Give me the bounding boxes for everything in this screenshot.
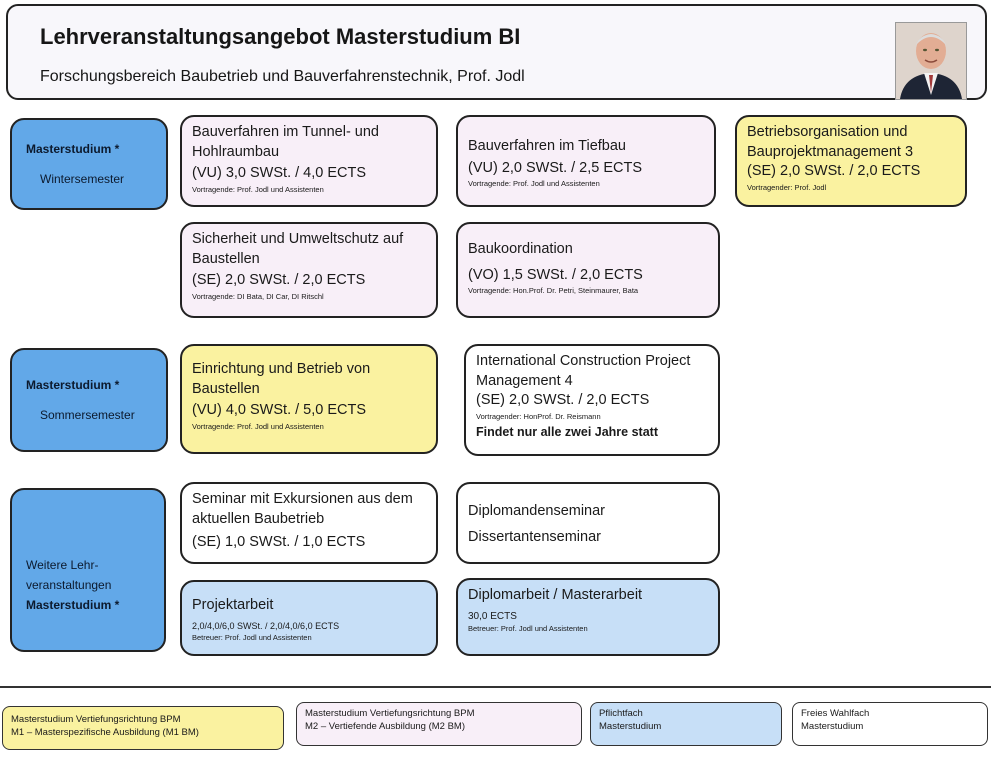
other-line1: Weitere Lehr- xyxy=(26,558,99,572)
course-workload: (SE) 2,0 SWSt. / 2,0 ECTS xyxy=(192,272,366,289)
course-title: Diplomarbeit / Masterarbeit xyxy=(468,587,643,603)
legend-m1-line2: M1 – Masterspezifische Ausbildung (M1 BM… xyxy=(11,726,199,738)
course-title: Baukoordination xyxy=(468,241,573,257)
course-seminar-exkursionen: Seminar mit Exkursionen aus dem aktuelle… xyxy=(180,482,438,564)
course-workload: 2,0/4,0/6,0 SWSt. / 2,0/4,0/6,0 ECTS xyxy=(192,620,340,631)
legend-m2-line2: M2 – Vertiefende Ausbildung (M2 BM) xyxy=(305,720,466,732)
course-workload: (VU) 3,0 SWSt. / 4,0 ECTS xyxy=(192,165,367,182)
course-workload: (SE) 2,0 SWSt. / 2,0 ECTS xyxy=(476,392,650,409)
winter-sub: Wintersemester xyxy=(40,172,125,186)
course-title: Sicherheit und Umweltschutz auf Baustell… xyxy=(192,231,404,267)
legend-pflichtfach: Pflichtfach Masterstudium xyxy=(590,702,782,746)
portrait-photo xyxy=(895,22,967,100)
course-workload: (VU) 4,0 SWSt. / 5,0 ECTS xyxy=(192,402,367,419)
other-heading: Masterstudium * xyxy=(26,598,120,612)
legend-frei-line2: Masterstudium xyxy=(801,720,864,732)
legend-m1: Masterstudium Vertiefungsrichtung BPM M1… xyxy=(2,706,284,750)
side-label-summer: Masterstudium * Sommersemester xyxy=(10,348,168,452)
course-lecturers: Betreuer: Prof. Jodl und Assistenten xyxy=(192,632,312,642)
legend-separator xyxy=(0,686,991,688)
course-title: Bauverfahren im Tunnel- und Hohlraumbau xyxy=(192,124,379,160)
course-title: Bauverfahren im Tiefbau xyxy=(468,138,626,154)
course-title: International Construction Project Manag… xyxy=(476,353,691,389)
side-label-winter: Masterstudium * Wintersemester xyxy=(10,118,168,210)
course-note: Findet nur alle zwei Jahre statt xyxy=(476,424,658,439)
legend-m2-line1: Masterstudium Vertiefungsrichtung BPM xyxy=(305,708,475,719)
course-tiefbau: Bauverfahren im Tiefbau (VU) 2,0 SWSt. /… xyxy=(456,115,716,207)
course-lecturers: Vortragender: Prof. Jodl xyxy=(747,182,827,192)
course-title: Seminar mit Exkursionen aus dem aktuelle… xyxy=(192,491,413,527)
legend-m2: Masterstudium Vertiefungsrichtung BPM M2… xyxy=(296,702,582,746)
course-lecturers: Vortragende: DI Bata, DI Car, DI Ritschl xyxy=(192,291,324,301)
course-workload: (SE) 1,0 SWSt. / 1,0 ECTS xyxy=(192,534,366,551)
course-workload: (VO) 1,5 SWSt. / 2,0 ECTS xyxy=(468,266,643,283)
course-workload: (VU) 2,0 SWSt. / 2,5 ECTS xyxy=(468,159,643,176)
legend-m1-line1: Masterstudium Vertiefungsrichtung BPM xyxy=(11,714,181,725)
course-lecturers: Betreuer: Prof. Jodl und Assistenten xyxy=(468,624,588,634)
course-betriebsorganisation: Betriebsorganisation und Bauprojektmanag… xyxy=(735,115,967,207)
course-einrichtung: Einrichtung und Betrieb von Baustellen (… xyxy=(180,344,438,454)
course-diplomanden: Diplomandenseminar Dissertantenseminar xyxy=(456,482,720,564)
page-title: Lehrveranstaltungsangebot Masterstudium … xyxy=(40,24,521,49)
header-panel: Lehrveranstaltungsangebot Masterstudium … xyxy=(6,4,987,100)
course-lecturers: Vortragende: Prof. Jodl und Assistenten xyxy=(192,421,324,431)
course-projektarbeit: Projektarbeit 2,0/4,0/6,0 SWSt. / 2,0/4,… xyxy=(180,580,438,656)
course-international: International Construction Project Manag… xyxy=(464,344,720,456)
legend-pflicht-line2: Masterstudium xyxy=(599,720,662,732)
other-line2: veranstaltungen xyxy=(26,578,112,592)
course-title: Einrichtung und Betrieb von Baustellen xyxy=(192,361,371,397)
legend-pflicht-line1: Pflichtfach xyxy=(599,708,643,719)
winter-heading: Masterstudium * xyxy=(26,142,120,156)
course-baukoordination: Baukoordination (VO) 1,5 SWSt. / 2,0 ECT… xyxy=(456,222,720,318)
course-lecturers: Vortragender: HonProf. Dr. Reismann xyxy=(476,411,601,421)
legend-frei-line1: Freies Wahlfach xyxy=(801,708,870,719)
course-diplomarbeit: Diplomarbeit / Masterarbeit 30,0 ECTS Be… xyxy=(456,578,720,656)
course-workload: 30,0 ECTS xyxy=(468,610,517,622)
side-label-other: Weitere Lehr- veranstaltungen Masterstud… xyxy=(10,488,166,652)
course-line1: Diplomandenseminar xyxy=(468,503,606,519)
course-tunnel: Bauverfahren im Tunnel- und Hohlraumbau … xyxy=(180,115,438,207)
course-sicherheit: Sicherheit und Umweltschutz auf Baustell… xyxy=(180,222,438,318)
legend-freies-wahlfach: Freies Wahlfach Masterstudium xyxy=(792,702,988,746)
page-subtitle: Forschungsbereich Baubetrieb und Bauverf… xyxy=(40,68,525,85)
course-lecturers: Vortragende: Prof. Jodl und Assistenten xyxy=(192,184,324,194)
course-title: Projektarbeit xyxy=(192,597,274,613)
course-workload: (SE) 2,0 SWSt. / 2,0 ECTS xyxy=(747,163,921,180)
course-lecturers: Vortragende: Prof. Jodl und Assistenten xyxy=(468,179,600,189)
summer-sub: Sommersemester xyxy=(40,408,135,422)
course-lecturers: Vortragende: Hon.Prof. Dr. Petri, Steinm… xyxy=(468,286,639,296)
course-title: Betriebsorganisation und Bauprojektmanag… xyxy=(747,124,914,160)
summer-heading: Masterstudium * xyxy=(26,378,120,392)
course-line2: Dissertantenseminar xyxy=(468,528,601,545)
